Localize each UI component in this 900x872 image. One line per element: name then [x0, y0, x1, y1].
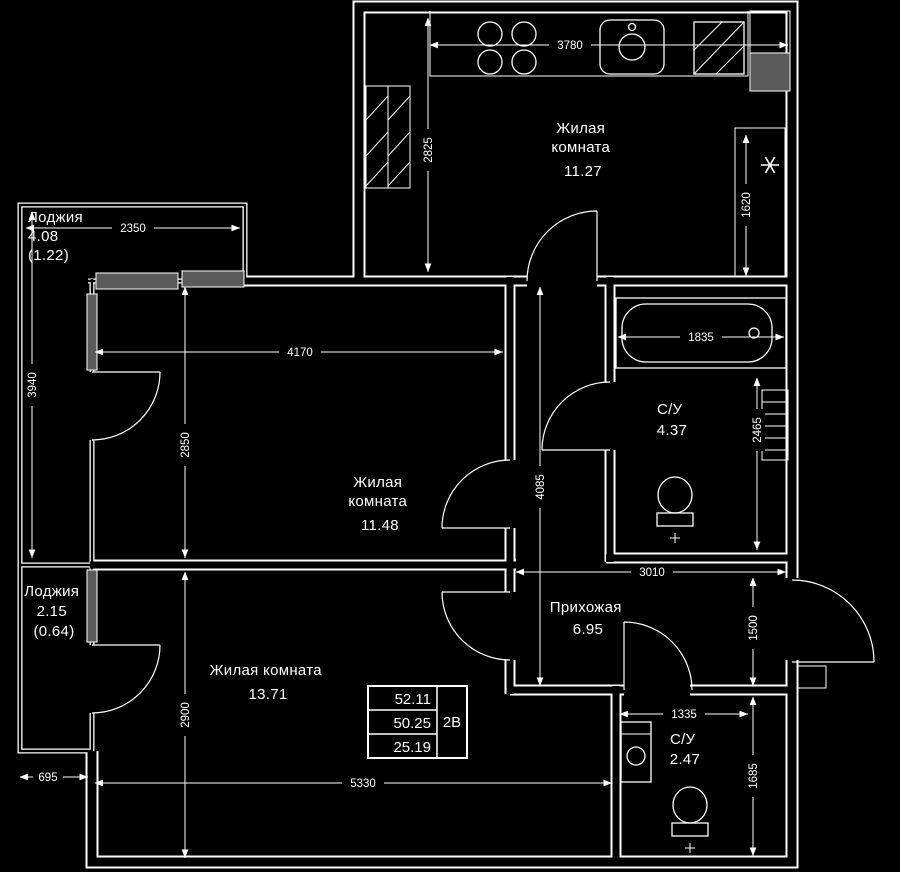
svg-text:2825: 2825	[423, 137, 435, 163]
windows	[86, 270, 245, 643]
area-stamp: 52.11 50.25 25.19 2В	[367, 685, 468, 759]
dim-living-middle-width: 4170	[94, 344, 503, 360]
dim-bathroom-top-depth: 2465	[749, 377, 765, 550]
stamp-area-living: 25.19	[393, 739, 431, 756]
window-sill	[181, 270, 245, 288]
room-label-bathroom-top: С/У 4.37	[657, 401, 687, 439]
dimensions: 3780 2825 2350 3940 1620 4170 2850	[19, 17, 788, 858]
svg-text:4170: 4170	[287, 347, 313, 359]
dim-bathroom-bottom-width: 1335	[619, 706, 748, 722]
sink-icon	[599, 19, 665, 75]
dim-corridor-length: 4085	[532, 286, 548, 686]
toilet-icon	[656, 476, 694, 543]
entrance-threshold	[797, 665, 827, 689]
room-labels: Жилая комната 11.27 Лоджия 4.08 (1.22) Ж…	[24, 120, 700, 768]
svg-text:2350: 2350	[120, 223, 146, 235]
svg-text:4085: 4085	[535, 474, 547, 500]
room-label-loggia-bottom: Лоджия 2.15 (0.64)	[24, 583, 83, 640]
svg-text:2900: 2900	[180, 702, 192, 728]
dim-living-middle-depth: 2850	[177, 286, 193, 558]
doors	[91, 210, 875, 714]
door-bathroom-top-icon	[541, 381, 611, 451]
dim-bathtub-length: 1835	[617, 329, 784, 345]
window-sill	[86, 569, 98, 643]
fridge-icon	[693, 21, 745, 75]
svg-text:1835: 1835	[688, 332, 714, 344]
window-sill	[95, 272, 179, 290]
dim-hallway-width: 3010	[515, 564, 786, 580]
bathtub-icon	[615, 297, 787, 369]
room-label-bathroom-bottom: С/У 2.47	[670, 731, 700, 768]
stamp-area-main: 50.25	[393, 715, 431, 732]
svg-text:2850: 2850	[180, 432, 192, 458]
svg-text:3940: 3940	[27, 372, 39, 398]
room-label-hallway: Прихожая 6.95	[550, 599, 626, 638]
svg-text:1335: 1335	[671, 709, 697, 721]
ac-niche	[734, 127, 786, 277]
dim-loggia-top-length: 3940	[24, 211, 40, 558]
door-bathroom-bottom-icon	[623, 621, 693, 691]
dim-kitchen-width: 3780	[429, 37, 788, 53]
toilet-icon	[671, 786, 709, 853]
svg-text:5330: 5330	[350, 778, 376, 790]
svg-text:1685: 1685	[748, 763, 760, 789]
door-living-middle-icon	[441, 459, 511, 529]
room-label-kitchen-living: Жилая комната 11.27	[551, 120, 614, 180]
room-label-living-middle: Жилая комната 11.48	[348, 474, 411, 534]
room-label-loggia-top: Лоджия 4.08 (1.22)	[28, 209, 87, 264]
svg-text:3780: 3780	[557, 40, 583, 52]
window-sill	[86, 293, 98, 371]
vent-shaft	[749, 10, 791, 92]
svg-text:1620: 1620	[741, 192, 753, 218]
room-label-living-bottom: Жилая комната 13.71	[210, 662, 327, 703]
dim-hallway-depth: 1500	[745, 577, 761, 686]
dim-living-bottom-depth: 2900	[177, 571, 193, 858]
door-kitchen-icon	[526, 210, 598, 282]
duct-shafts	[365, 85, 411, 189]
dim-living-bottom-width: 5330	[94, 775, 612, 791]
dim-facade-niche: 1620	[738, 134, 754, 276]
door-loggia-top-icon	[91, 371, 161, 441]
dim-kitchen-depth: 2825	[420, 17, 436, 272]
stamp-area-total: 52.11	[395, 691, 431, 708]
ac-unit-icon	[761, 156, 779, 174]
towel-rail-icon	[761, 389, 789, 461]
dim-loggia-bottom-width: 695	[19, 769, 88, 785]
svg-text:2465: 2465	[752, 417, 764, 443]
dim-bathroom-bottom-depth: 1685	[745, 696, 761, 856]
door-entrance-icon	[791, 579, 875, 663]
washing-machine-icon	[620, 721, 652, 783]
svg-text:1500: 1500	[748, 615, 760, 641]
svg-text:695: 695	[38, 772, 57, 784]
dim-loggia-top-width: 2350	[25, 220, 240, 236]
door-loggia-bottom-icon	[91, 644, 161, 714]
stove-icon	[477, 21, 537, 75]
svg-text:3010: 3010	[639, 567, 665, 579]
door-living-bottom-icon	[441, 591, 511, 661]
stamp-flat-type: 2В	[443, 714, 461, 731]
